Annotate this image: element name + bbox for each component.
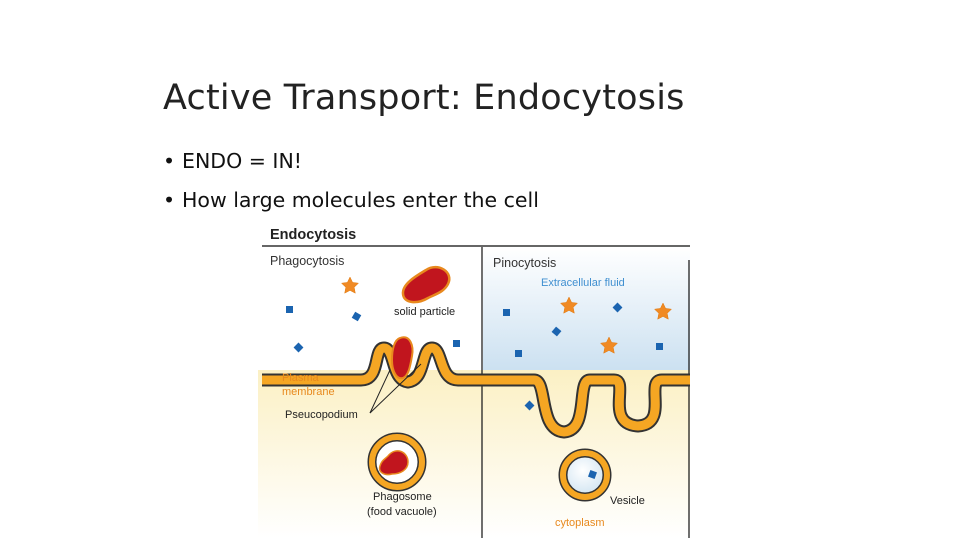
label-extracellular-fluid: Extracellular fluid (541, 277, 625, 289)
star-icon (559, 296, 579, 314)
bullet-marker: • (163, 188, 176, 212)
star-icon (599, 336, 619, 354)
diamond-molecule-icon (293, 342, 304, 353)
label-pseudopodium: Pseucopodium (285, 409, 358, 421)
square-molecule-icon (286, 306, 293, 313)
panel-title-phagocytosis: Phagocytosis (270, 254, 344, 268)
star-icons (340, 276, 673, 354)
bullet-item: •How large molecules enter the cell (163, 181, 539, 220)
bullet-text: ENDO = IN! (182, 149, 303, 173)
label-vesicle: Vesicle (610, 495, 645, 507)
label-cytoplasm: cytoplasm (555, 517, 605, 529)
bullet-text: How large molecules enter the cell (182, 188, 539, 212)
square-molecule-icon (503, 309, 510, 316)
star-icon (653, 302, 673, 320)
bullet-item: •ENDO = IN! (163, 142, 539, 181)
pointer-line (369, 363, 422, 414)
diamond-molecule-icon (524, 400, 535, 411)
engulfed-particle (390, 336, 414, 380)
label-phagosome: (food vacuole) (367, 506, 437, 518)
label-phagosome: Phagosome (373, 491, 432, 503)
slide-title: Active Transport: Endocytosis (163, 78, 685, 118)
endocytosis-diagram: Endocytosis Phagocytosis Pinocytosis Ext… (258, 227, 690, 538)
label-plasma-membrane: Plasma (282, 372, 320, 384)
diamond-molecule-icon (551, 326, 562, 337)
diamond-molecule-icon (612, 302, 623, 313)
square-molecule-icon (453, 340, 460, 347)
figure-title: Endocytosis (270, 227, 356, 243)
label-solid-particle: solid particle (394, 306, 455, 318)
square-molecule-icon (515, 350, 522, 357)
vesicle (558, 448, 612, 502)
label-plasma-membrane: membrane (282, 386, 335, 398)
diamond-molecule-icon (351, 311, 362, 322)
panel-title-pinocytosis: Pinocytosis (493, 256, 556, 270)
square-molecule-icon (656, 343, 663, 350)
bullet-list: •ENDO = IN! •How large molecules enter t… (163, 142, 539, 220)
bullet-marker: • (163, 149, 176, 173)
pointer-line (369, 369, 391, 414)
solid-particle (401, 265, 451, 304)
star-icon (340, 276, 360, 294)
phagosome (367, 432, 427, 492)
